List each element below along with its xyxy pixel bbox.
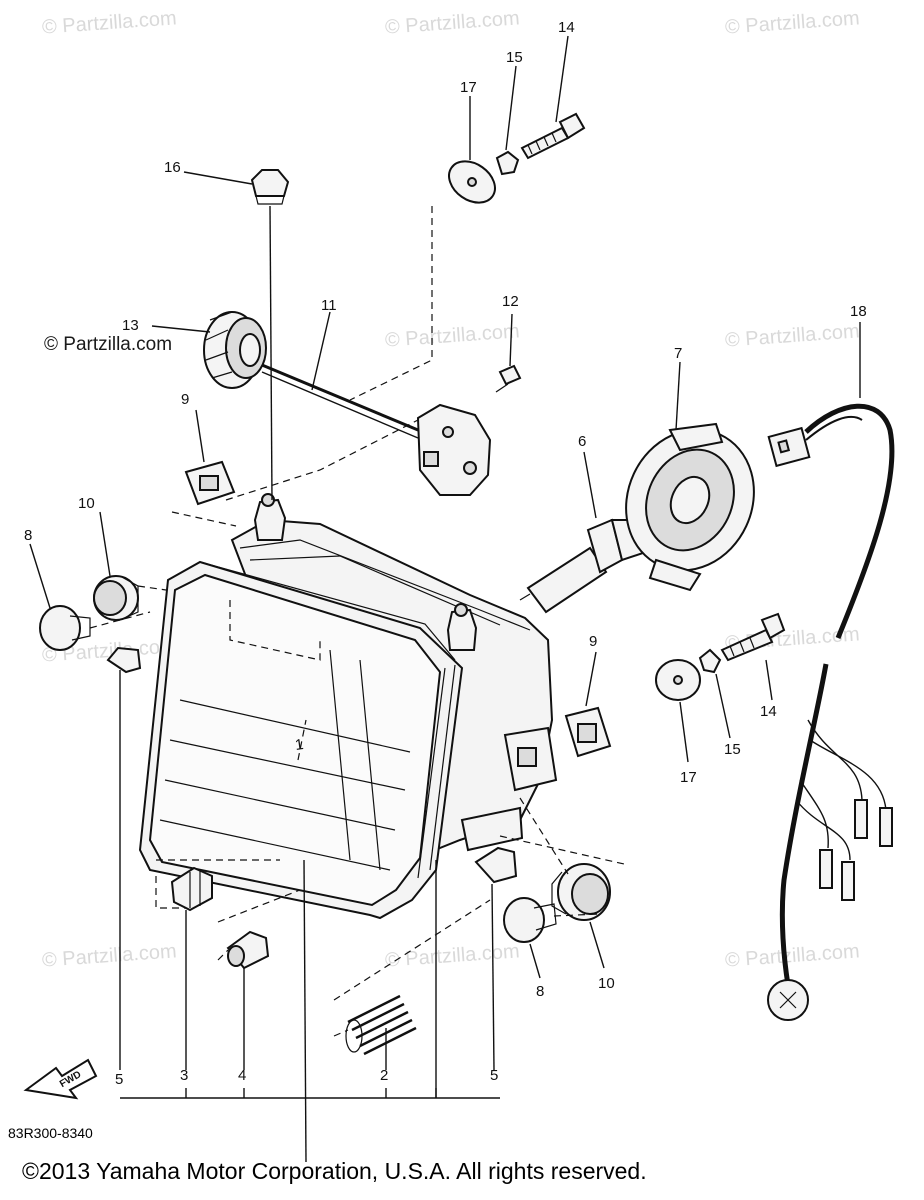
- part-15-nut-top: [495, 150, 520, 176]
- callout-11: 11: [321, 297, 337, 314]
- part-5-clip-right: [474, 846, 518, 884]
- callout-9-left: 9: [181, 391, 189, 408]
- callout-16: 16: [164, 159, 181, 176]
- callout-8-left: 8: [24, 527, 32, 544]
- callout-7: 7: [674, 345, 682, 362]
- callout-3: 3: [180, 1067, 188, 1084]
- part-14-bolt-top: [520, 112, 586, 160]
- part-13-knob: [203, 311, 267, 389]
- callout-14-right: 14: [760, 703, 777, 720]
- part-6-bulb: [519, 518, 648, 614]
- part-17-washer-top: [448, 160, 496, 204]
- callout-14-top: 14: [558, 19, 575, 36]
- part-8-screw-left: [39, 605, 91, 651]
- part-15-nut-right: [698, 648, 722, 674]
- part-2-spring: [345, 994, 417, 1056]
- callout-9-right: 9: [589, 633, 597, 650]
- part-17-washer-right: [655, 659, 701, 701]
- callout-8-right: 8: [536, 983, 544, 1000]
- callout-10-left: 10: [78, 495, 95, 512]
- part-3-cap: [170, 866, 213, 912]
- part-9-grommet-left: [184, 460, 236, 506]
- part-9-grommet-right: [564, 706, 612, 758]
- headlight-assembly: [138, 493, 558, 920]
- callout-17-right: 17: [680, 769, 697, 786]
- callout-4: 4: [238, 1067, 246, 1084]
- part-5-clip-left: [106, 646, 142, 674]
- part-10-socket-right: [551, 863, 611, 921]
- callout-15-top: 15: [506, 49, 523, 66]
- part-8-screw-right: [503, 897, 557, 943]
- watermark-dark: © Partzilla.com: [44, 334, 173, 355]
- callout-17-top: 17: [460, 79, 477, 96]
- diagram-reference-code: 83R300-8340: [8, 1125, 93, 1141]
- callout-12: 12: [502, 293, 519, 310]
- callout-numbers: 1 2 3 4 5 5 6 7 8 8 9 9 10 10 11 12 13 1…: [24, 19, 867, 1088]
- callout-6: 6: [578, 433, 586, 450]
- forward-arrow: FWD: [23, 1058, 98, 1100]
- part-16-cap: [250, 169, 290, 205]
- part-4-nut: [226, 930, 270, 970]
- callout-18: 18: [850, 303, 867, 320]
- callout-5-left: 5: [115, 1071, 123, 1088]
- callout-2: 2: [380, 1067, 388, 1084]
- copyright-notice: ©2013 Yamaha Motor Corporation, U.S.A. A…: [22, 1158, 647, 1184]
- part-14-bolt-right: [720, 612, 786, 662]
- part-12-screw: [495, 364, 522, 393]
- callout-15-right: 15: [724, 741, 741, 758]
- part-7-cover: [625, 422, 755, 592]
- callout-5-right: 5: [490, 1067, 498, 1084]
- leader-lines: [29, 35, 861, 1163]
- callout-10-right: 10: [598, 975, 615, 992]
- callout-1: 1: [294, 736, 305, 754]
- part-18-harness: [767, 403, 895, 1021]
- callout-13: 13: [122, 317, 139, 334]
- part-11-adjuster-rod: [261, 363, 492, 496]
- part-10-socket-left: [93, 575, 139, 621]
